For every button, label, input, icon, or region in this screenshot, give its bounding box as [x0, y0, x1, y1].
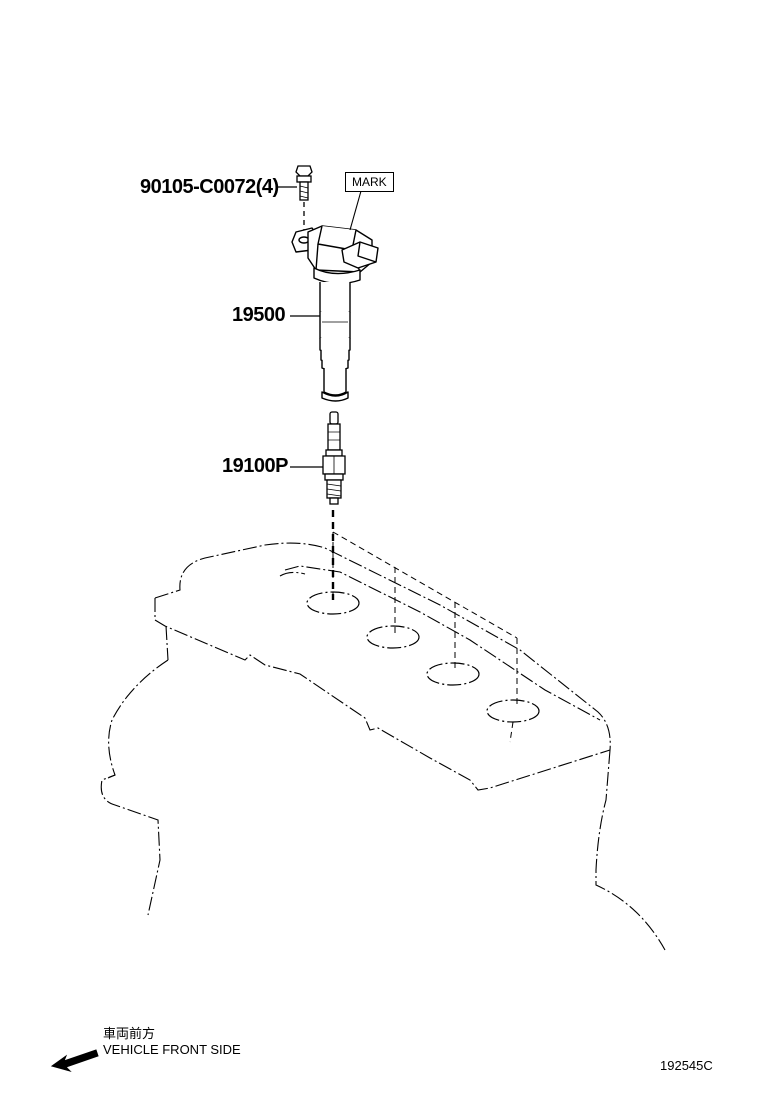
coil-position-frame: [332, 531, 518, 743]
spark-plug-part-number: 19100P: [222, 455, 288, 477]
ignition-coil-part: [291, 225, 379, 402]
front-direction-label-jp: 車両前方: [103, 1026, 156, 1041]
engine-head-outline: [100, 542, 666, 951]
bolt-part-number: 90105-C0072(4): [140, 176, 279, 198]
mark-label: MARK: [345, 172, 394, 192]
bolt-part: [295, 165, 313, 232]
front-direction-label-en: VEHICLE FRONT SIDE: [103, 1042, 241, 1057]
arrow-left-down-icon: [50, 1049, 99, 1072]
mark-leader-line: [349, 190, 362, 231]
spark-plug-part: [322, 411, 346, 505]
drawing-id: 192545C: [660, 1058, 713, 1073]
coil-part-number: 19500: [232, 304, 286, 326]
